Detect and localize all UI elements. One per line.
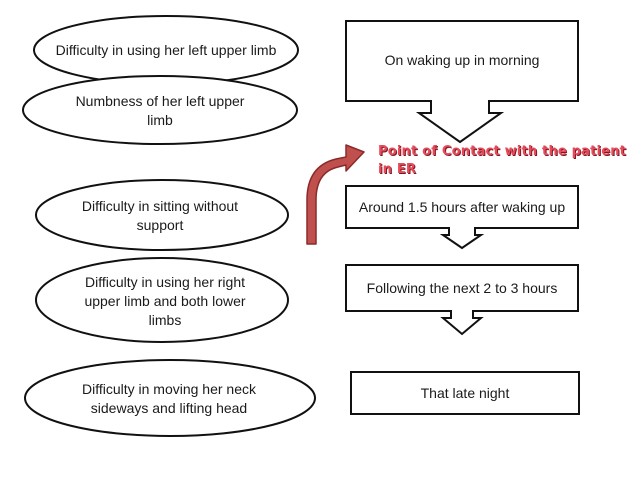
symptom-label: Difficulty in using her left upper limb	[55, 41, 277, 58]
timeline-label: Around 1.5 hours after waking up	[358, 198, 566, 215]
timeline-text-3: Following the next 2 to 3 hours	[348, 267, 576, 309]
symptom-text-3: Difficulty in sitting without support	[80, 194, 240, 238]
timeline-callout-2	[345, 185, 579, 250]
symptom-label: Difficulty in using her right upper limb…	[84, 273, 246, 328]
symptom-text-5: Difficulty in moving her neck sideways a…	[64, 377, 274, 421]
symptom-ellipse-4	[35, 257, 289, 343]
symptom-ellipse-2	[22, 75, 298, 145]
symptom-ellipse-5	[24, 359, 316, 437]
symptom-text-1: Difficulty in using her left upper limb	[54, 28, 278, 72]
timeline-label: On waking up in morning	[384, 51, 540, 68]
curved-arrow-icon	[306, 144, 365, 245]
symptom-text-4: Difficulty in using her right upper limb…	[72, 270, 258, 332]
timeline-text-2: Around 1.5 hours after waking up	[348, 188, 576, 226]
timeline-label: Following the next 2 to 3 hours	[366, 279, 558, 296]
symptom-label: Numbness of her left upper limb	[75, 93, 245, 128]
symptom-label: Difficulty in moving her neck sideways a…	[81, 381, 257, 416]
point-of-contact-label: Point of Contact with the patient in ER	[378, 144, 627, 177]
timeline-label: That late night	[420, 385, 510, 401]
timeline-callout-3	[345, 264, 579, 336]
symptom-label: Difficulty in sitting without support	[81, 198, 239, 233]
timeline-callout-1	[345, 20, 579, 144]
timeline-box-4: That late night	[350, 371, 580, 415]
timeline-text-1: On waking up in morning	[348, 40, 576, 80]
symptom-ellipse-3	[35, 179, 289, 251]
symptom-text-2: Numbness of her left upper limb	[70, 89, 250, 133]
